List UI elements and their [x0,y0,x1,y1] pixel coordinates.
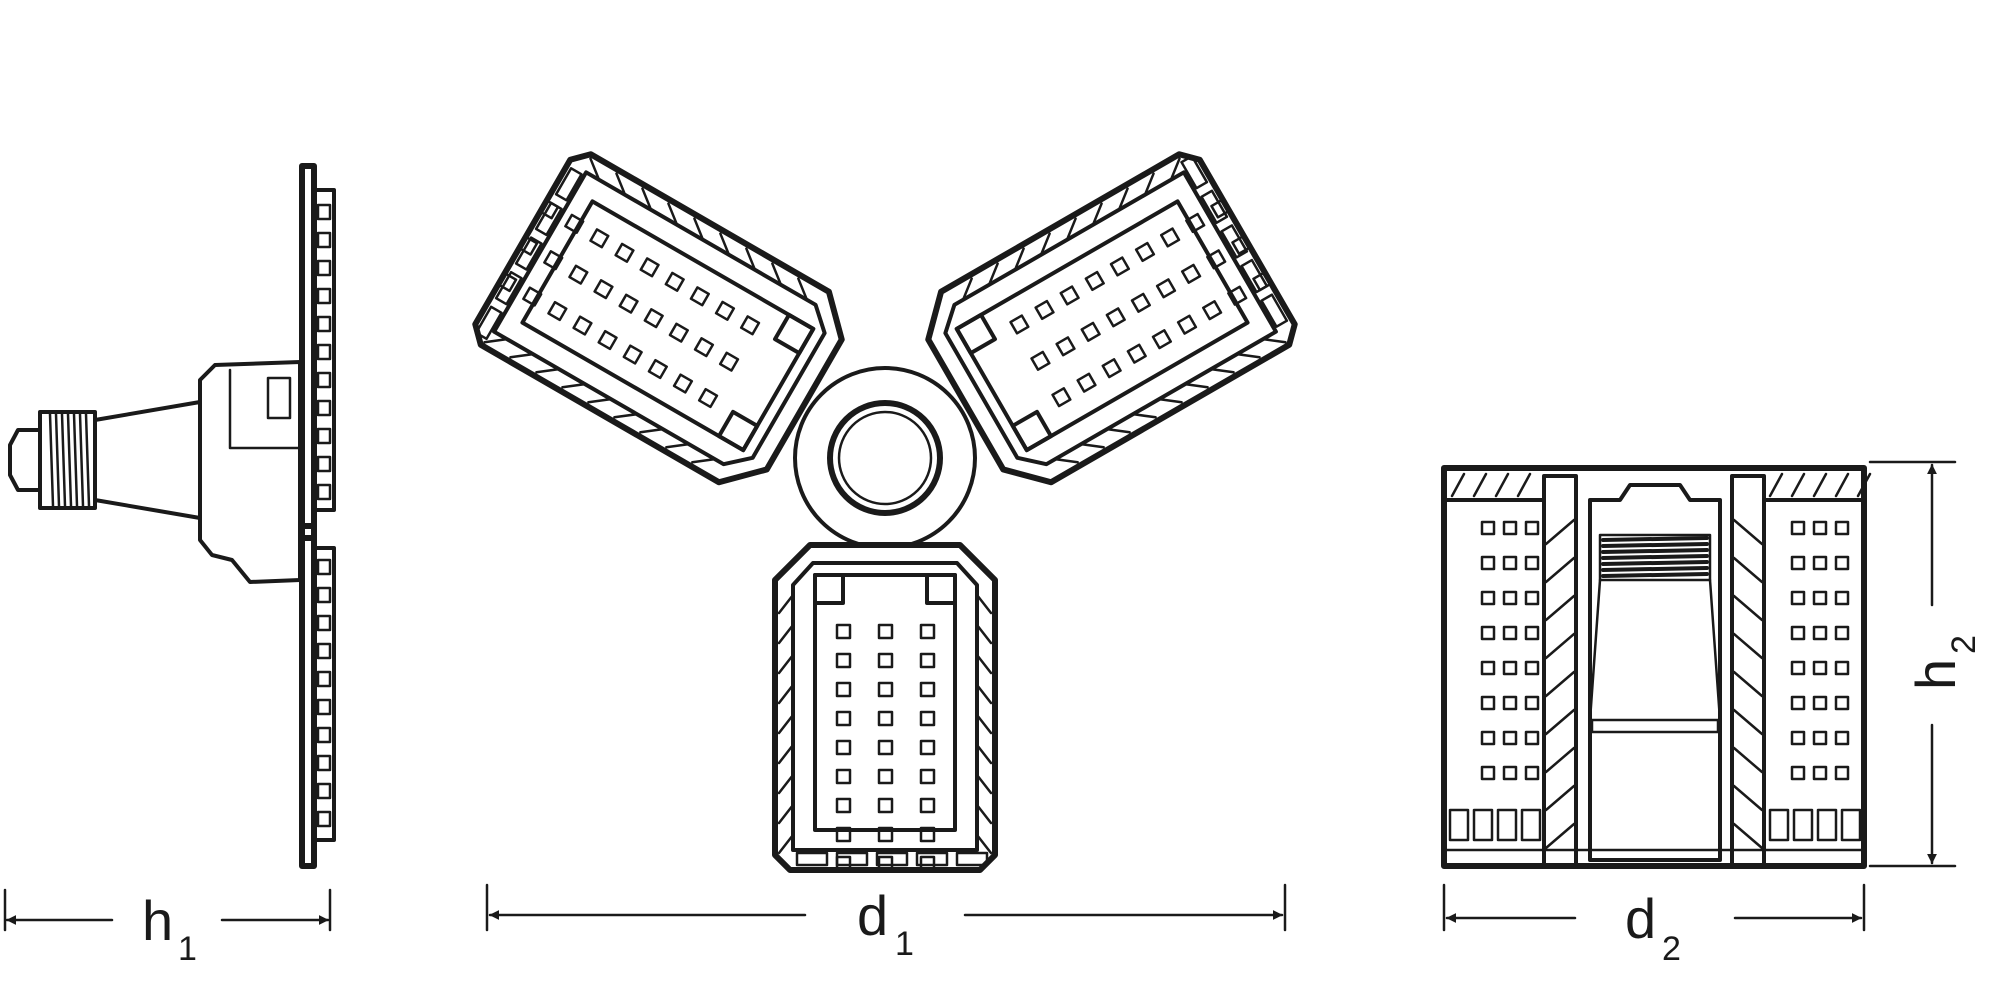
side-panel [299,163,336,869]
label-d2: d [1625,887,1656,950]
label-h2-sub: 2 [1945,635,1983,654]
screw-base [8,410,97,510]
label-d1: d [857,884,888,947]
dimension-h1: h 1 [3,888,332,968]
dimension-h2: h 2 [1868,460,1983,868]
housing [198,360,302,584]
front-view [472,151,1298,873]
label-h1-sub: 1 [178,930,197,968]
panel-upper-left [472,151,845,486]
panel-upper-right [925,151,1298,486]
dimension-d2: d 2 [1442,883,1866,968]
side-view [8,163,336,869]
panel-bottom [772,542,998,873]
hub-ring [827,400,943,516]
hub-outer [793,366,977,550]
top-view [1441,465,1872,869]
label-d2-sub: 2 [1662,930,1681,968]
label-d1-sub: 1 [895,925,914,963]
label-h2: h [1904,659,1967,690]
label-h1: h [142,889,173,952]
neck [93,400,202,520]
dimension-d1: d 1 [485,883,1287,963]
